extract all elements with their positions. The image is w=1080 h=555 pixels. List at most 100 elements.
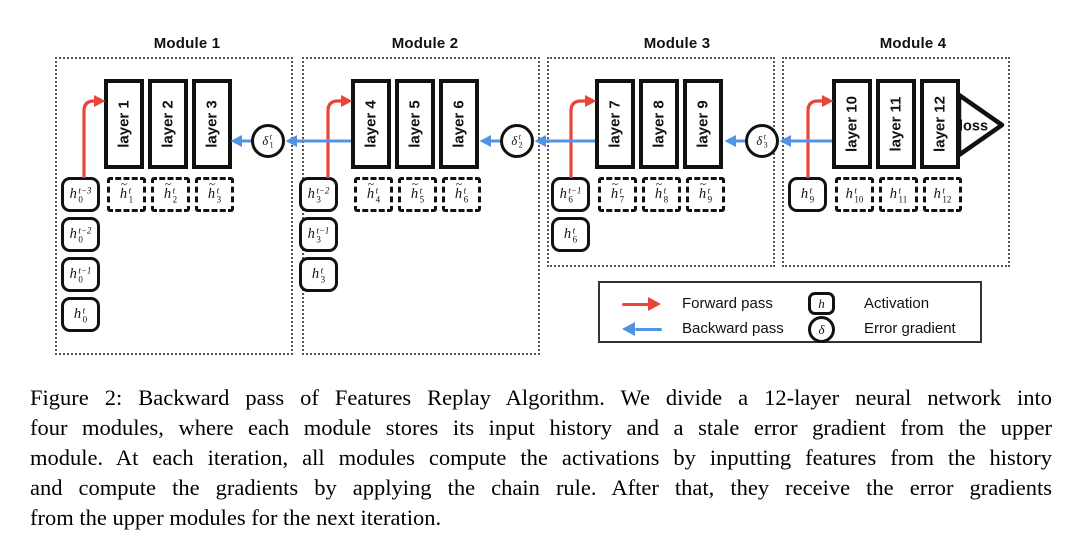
- layer-5-label: layer 5: [406, 100, 424, 148]
- forward-pass-arrow-icon: [622, 297, 662, 311]
- tilde-mark: ~: [367, 177, 374, 191]
- caption-line-4: and compute the gradients by applying th…: [30, 475, 1052, 500]
- layer-8-label: layer 8: [650, 100, 668, 148]
- error-gradient-symbol-icon: δ: [808, 316, 835, 343]
- module-3-title: Module 3: [643, 35, 711, 52]
- features-replay-diagram: Module 1 Module 2 Module 3 Module 4 laye…: [55, 35, 1010, 355]
- layer-6-label: layer 6: [450, 100, 468, 148]
- layer-8-box: layer 8: [639, 79, 679, 169]
- layer-10-box: layer 10: [832, 79, 872, 169]
- activation-symbol-icon: h: [808, 292, 835, 315]
- tilde-mark: ~: [164, 177, 171, 191]
- layer-3-box: layer 3: [192, 79, 232, 169]
- caption-line-1: Figure 2: Backward pass of Features Repl…: [30, 385, 1052, 410]
- backward-pass-arrow-icon: [622, 322, 662, 336]
- module-4-box: [782, 57, 1010, 267]
- layer-1-box: layer 1: [104, 79, 144, 169]
- layer-2-box: layer 2: [148, 79, 188, 169]
- layer-10-label: layer 10: [843, 96, 861, 152]
- module-1-title: Module 1: [153, 35, 221, 52]
- tilde-mark: ~: [611, 177, 618, 191]
- layer-12-box: layer 12: [920, 79, 960, 169]
- legend-gradient-label: Error gradient: [864, 320, 956, 337]
- layer-3-label: layer 3: [203, 100, 221, 148]
- tilde-mark: ~: [411, 177, 418, 191]
- tilde-mark: ~: [208, 177, 215, 191]
- layer-11-box: layer 11: [876, 79, 916, 169]
- layer-5-box: layer 5: [395, 79, 435, 169]
- module-2-title: Module 2: [391, 35, 459, 52]
- layer-6-box: layer 6: [439, 79, 479, 169]
- caption-line-5: from the upper modules for the next iter…: [30, 505, 442, 530]
- error-gradient-symbol-label: δ: [818, 321, 825, 337]
- tilde-mark: ~: [655, 177, 662, 191]
- tilde-mark: ~: [120, 177, 127, 191]
- layer-12-label: layer 12: [931, 96, 949, 152]
- tilde-mark: ~: [699, 177, 706, 191]
- caption-line-2: four modules, where each module stores i…: [30, 415, 1052, 440]
- layer-9-box: layer 9: [683, 79, 723, 169]
- layer-7-box: layer 7: [595, 79, 635, 169]
- layer-7-label: layer 7: [606, 100, 624, 148]
- layer-11-label: layer 11: [887, 96, 905, 152]
- layer-9-label: layer 9: [694, 100, 712, 148]
- layer-2-label: layer 2: [159, 100, 177, 148]
- legend-forward-label: Forward pass: [682, 295, 773, 312]
- loss-triangle: loss: [956, 92, 1005, 158]
- legend-activation-label: Activation: [864, 295, 930, 312]
- module-4-title: Module 4: [879, 35, 947, 52]
- figure-caption: Figure 2: Backward pass of Features Repl…: [30, 383, 1052, 533]
- legend-box: Forward pass Backward pass h δ Activatio…: [598, 281, 982, 343]
- module-1-box: [55, 57, 293, 355]
- caption-line-3: module. At each iteration, all modules c…: [30, 445, 1052, 470]
- loss-node: loss: [956, 92, 1010, 158]
- layer-1-label: layer 1: [115, 100, 133, 148]
